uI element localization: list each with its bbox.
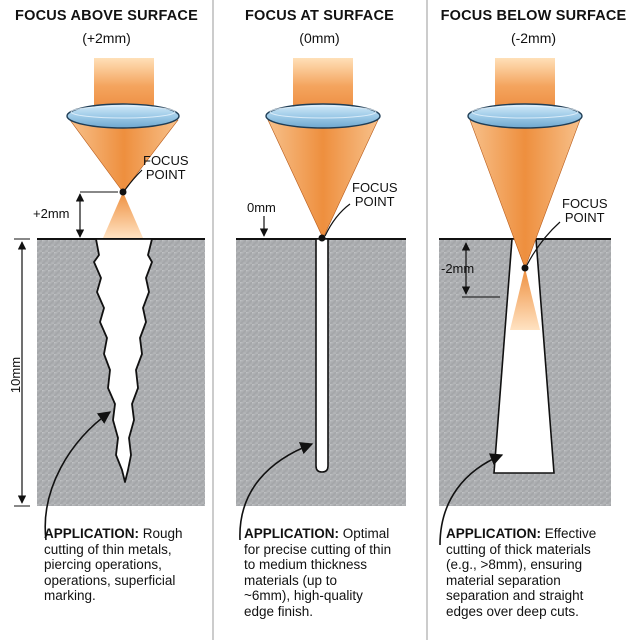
focus-point-icon [521,264,529,272]
application-text: APPLICATION: Rough cutting of thin metal… [44,526,234,604]
focus-point-label: FOCUS POINT [352,181,398,209]
application-text: APPLICATION: Effective cutting of thick … [446,526,636,619]
focus-point-icon [119,188,127,196]
application-line: Rough [142,526,183,541]
application-line: (e.g., >8mm), ensuring [446,557,583,572]
lens-icon [265,103,381,129]
application-line: separation and straight [446,588,584,603]
focus-label-line: FOCUS [562,196,608,211]
panel-focus-above [14,58,205,541]
laser-cone [267,119,379,239]
application-line: cutting of thick materials [446,541,591,557]
application-line: to medium thickness [244,557,368,572]
focus-point-icon [318,234,326,242]
panel-title: FOCUS BELOW SURFACE [440,8,627,24]
application-line: cutting of thin metals, [44,541,172,557]
application-heading: APPLICATION: [446,526,541,541]
callout-arrow-icon [439,453,504,546]
application-line: ~6mm), high-quality [244,588,363,603]
panel-title: FOCUS ABOVE SURFACE [15,8,198,24]
precise-kerf [315,238,329,473]
offset-label: +2mm [33,206,70,221]
focus-callout-line [324,203,351,237]
panel-title: FOCUS AT SURFACE [244,8,394,24]
application-line: Effective [544,526,597,541]
panel-focus-at [236,58,406,541]
panel-subtitle: (-2mm) [510,30,557,46]
focus-label-line: POINT [354,194,395,209]
focus-point-label: FOCUS POINT [562,197,608,225]
application-line: for precise cutting of thin [244,541,392,557]
application-line: materials (up to [244,572,338,588]
application-line: operations, superficial [44,572,176,588]
focus-label-line: POINT [145,167,186,182]
callout-arrow-icon [239,442,314,541]
offset-label: -2mm [441,261,475,276]
application-line: Optimal [342,526,390,541]
application-line: edge finish. [244,603,314,619]
application-line: marking. [44,588,96,603]
application-line: piercing operations, [44,557,162,572]
application-line: material separation [446,572,561,588]
depth-label: 10mm [8,356,24,394]
application-heading: APPLICATION: [44,526,139,541]
offset-label: 0mm [247,200,276,215]
panel-subtitle: (+2mm) [82,30,131,46]
rough-kerf [93,238,153,483]
application-text: APPLICATION: Optimal for precise cutting… [244,526,424,619]
laser-cone-below [103,192,143,238]
lens-icon [66,103,180,129]
focus-label-line: POINT [564,210,605,225]
focus-callout-line [526,221,561,266]
application-line: edges over deep cuts. [446,603,579,619]
panel-subtitle: (0mm) [299,30,340,46]
lens-icon [467,103,583,129]
panel-focus-below [439,58,611,546]
focus-label-line: FOCUS [352,180,398,195]
application-heading: APPLICATION: [244,526,339,541]
focus-point-label: FOCUS POINT [143,154,189,182]
focus-label-line: FOCUS [143,153,189,168]
focus-callout-line [124,169,143,191]
laser-cone-below [510,268,540,330]
callout-arrow-icon [44,411,112,541]
